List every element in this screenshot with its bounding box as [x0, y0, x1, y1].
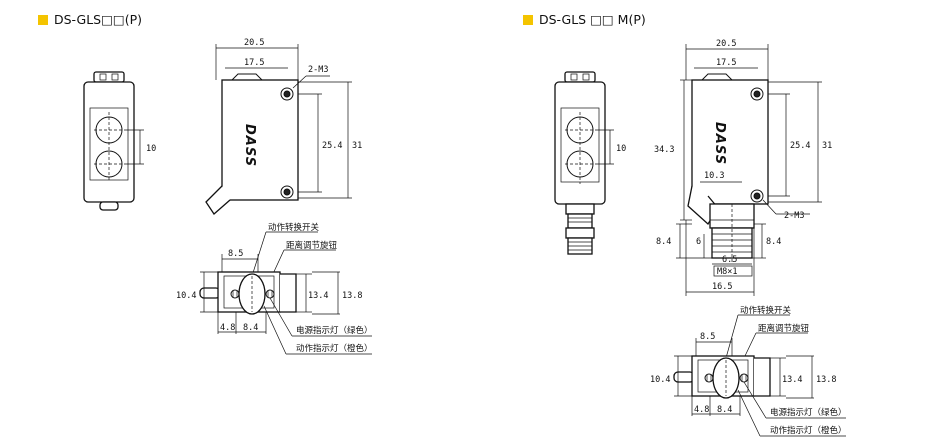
right-top-dim-134: 13.4	[782, 375, 802, 385]
right-side-dim-top2: 17.5	[716, 58, 736, 68]
right-top-dim-85: 8.5	[700, 332, 715, 342]
right-top-label-action: 动作指示灯（橙色）	[770, 425, 847, 436]
right-side-dim-103: 10.3	[704, 171, 724, 181]
right-side-dim-h1: 25.4	[790, 141, 810, 151]
title-marker-icon	[523, 14, 533, 25]
left-side-logo: DASS	[242, 124, 257, 167]
left-top-dim-104: 10.4	[176, 291, 196, 301]
right-front-dim-height: 10	[616, 144, 626, 154]
left-top-dim-138: 13.8	[342, 291, 362, 301]
left-top-label-knob: 距离调节旋钮	[286, 240, 338, 251]
left-side-screw: 2-M3	[308, 65, 328, 75]
left-top-dim-85: 8.5	[228, 249, 243, 259]
left-top-label-action: 动作指示灯（橙色）	[296, 343, 373, 354]
right-side-dim-65: 6.5	[722, 255, 737, 265]
right-top-dim-84: 8.4	[717, 405, 732, 415]
right-top-label-knob: 距离调节旋钮	[758, 323, 810, 334]
right-side-screw: 2-M3	[784, 211, 804, 221]
left-top-dim-48: 4.8	[220, 323, 235, 333]
right-side-dim-165: 16.5	[712, 282, 732, 292]
right-title: DS-GLS □□ M(P)	[523, 12, 646, 27]
right-top-label-power: 电源指示灯（绿色）	[770, 407, 847, 418]
left-title-text: DS-GLS□□(P)	[54, 12, 143, 27]
right-top-dim-48: 4.8	[694, 405, 709, 415]
right-side-dim-84b: 8.4	[766, 237, 781, 247]
left-top-dim-84: 8.4	[243, 323, 258, 333]
left-front-view: 10	[83, 71, 156, 211]
right-side-dim-343: 34.3	[654, 145, 674, 155]
right-title-text: DS-GLS □□ M(P)	[539, 12, 646, 27]
left-top-view: 动作转换开关 距离调节旋钮 8.5 10.4 13.4 13.8	[176, 222, 373, 355]
left-side-dim-top2: 17.5	[244, 58, 264, 68]
right-top-view: 动作转换开关 距离调节旋钮 8.5 10.4 13.4 13.8	[650, 305, 847, 437]
right-top-dim-138: 13.8	[816, 375, 836, 385]
right-side-dim-84a: 8.4	[656, 237, 671, 247]
left-front-dim-height: 10	[146, 144, 156, 154]
left-side-dim-h1: 25.4	[322, 141, 342, 151]
right-top-label-switch: 动作转换开关	[740, 305, 792, 316]
title-marker-icon	[38, 14, 48, 25]
right-side-thread: M8×1	[717, 267, 737, 277]
left-side-dim-h2: 31	[352, 141, 362, 151]
right-side-dim-h2: 31	[822, 141, 832, 151]
right-side-view: 20.5 17.5 DASS 34.3 25.4 31 10.3 2-M3	[654, 39, 832, 296]
left-top-dim-134: 13.4	[308, 291, 328, 301]
right-side-logo: DASS	[712, 122, 727, 165]
right-side-dim-6: 6	[696, 237, 701, 247]
right-side-dim-top1: 20.5	[716, 39, 736, 49]
left-top-label-switch: 动作转换开关	[268, 222, 320, 233]
right-front-view: 10	[554, 71, 626, 255]
left-side-dim-top1: 20.5	[244, 38, 264, 48]
left-side-view: 20.5 17.5 2-M3 DASS 25.4 31	[205, 38, 362, 215]
left-top-label-power: 电源指示灯（绿色）	[296, 325, 373, 336]
right-top-dim-104: 10.4	[650, 375, 670, 385]
left-title: DS-GLS□□(P)	[38, 12, 142, 27]
